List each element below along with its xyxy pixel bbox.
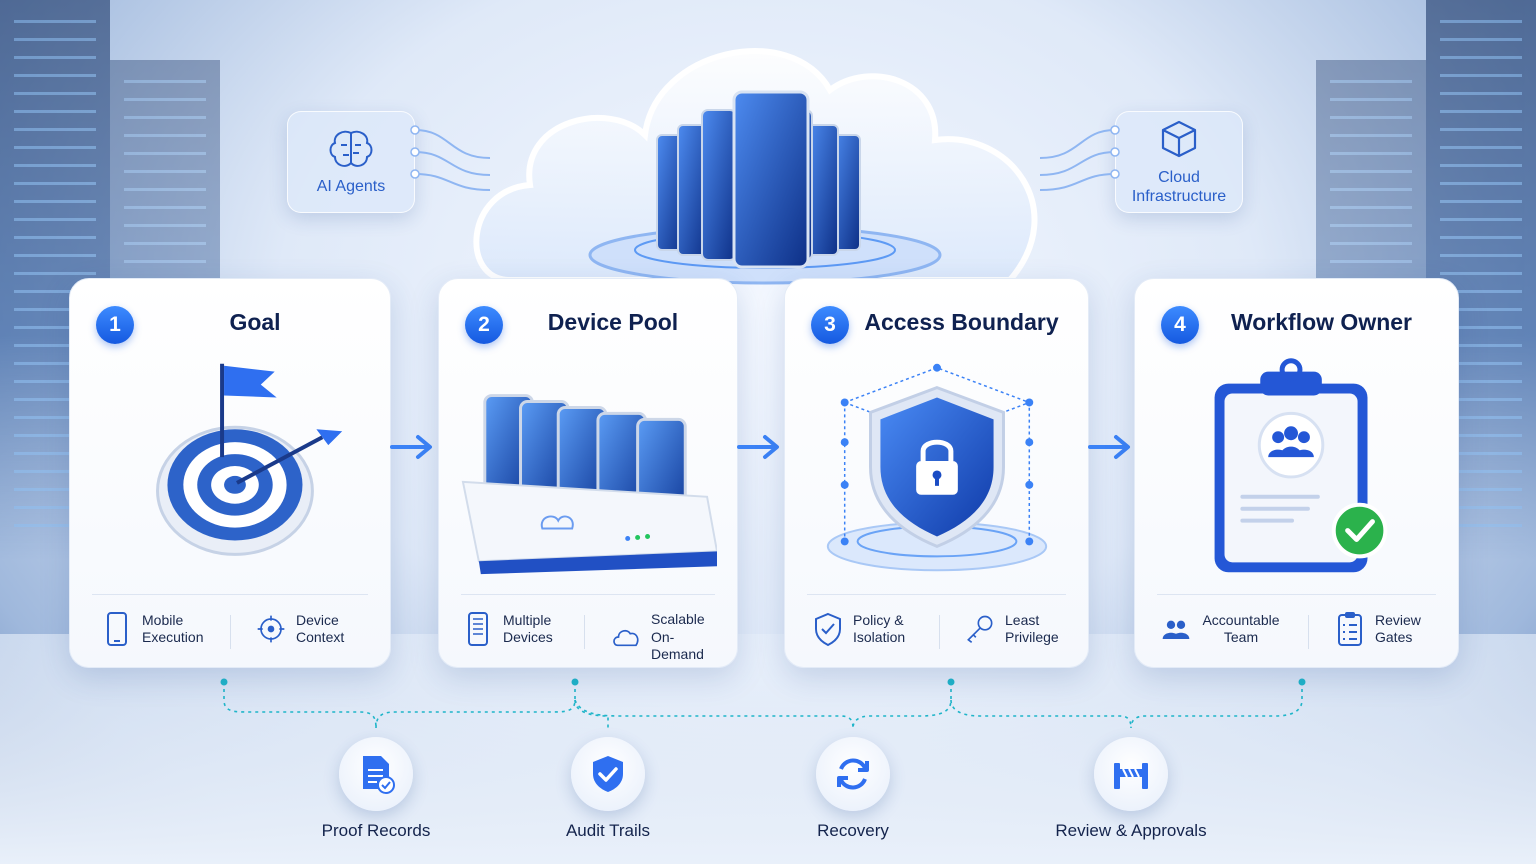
feature-device-context: Device Context	[256, 611, 356, 647]
shield-lock-icon	[805, 357, 1068, 577]
card-title: Device Pool	[547, 309, 679, 335]
arrow-right-icon	[1088, 435, 1130, 459]
feature-mobile-execution: Mobile Execution	[102, 611, 210, 647]
shield-check-icon	[593, 756, 623, 792]
feature-label: Multiple Devices	[503, 611, 553, 646]
feature-separator	[584, 615, 585, 649]
document-check-icon	[363, 756, 395, 794]
card-title: Workflow Owner	[1230, 309, 1413, 335]
phone-list-icon	[468, 612, 488, 646]
cloud-infrastructure-tag: Cloud Infrastructure	[1115, 111, 1243, 213]
feature-label: Device Context	[296, 611, 345, 646]
feature-label: Policy & Isolation	[853, 611, 906, 646]
recovery-label: Recovery	[817, 821, 889, 840]
feature-label: Least Privilege	[1005, 611, 1059, 646]
ai-agents-tag: AI Agents	[287, 111, 415, 213]
brain-icon	[329, 131, 373, 168]
feature-policy-isolation: Policy & Isolation	[813, 611, 911, 647]
review-approvals-label: Review & Approvals	[1055, 821, 1207, 840]
feature-least-privilege: Least Privilege	[965, 611, 1063, 647]
target-flag-icon	[90, 357, 370, 577]
arrow-right-icon	[737, 435, 779, 459]
step-number: 3	[811, 306, 849, 344]
cloud-icon	[613, 630, 639, 647]
step-number: 2	[465, 306, 503, 344]
cube-icon	[1161, 120, 1197, 157]
phone-dock-icon	[459, 357, 719, 577]
feature-label: Review Gates	[1375, 611, 1421, 646]
clipboard-team-icon	[1155, 357, 1438, 577]
card-divider	[92, 594, 368, 595]
review-approvals-item: Review & Approvals	[1041, 737, 1221, 841]
audit-trails-label: Audit Trails	[565, 821, 651, 840]
gate-barrier-icon	[1114, 763, 1148, 789]
card-title: Access Boundary	[864, 309, 1059, 335]
card-title: Goal	[229, 309, 281, 335]
phone-icon	[107, 612, 127, 646]
cloud-device-hub	[470, 10, 1060, 300]
card-divider	[1157, 594, 1436, 595]
recovery-item: Recovery	[763, 737, 943, 841]
feature-scalable-on-demand: Scalable On-Demand	[611, 611, 723, 664]
feature-review-gates: Review Gates	[1335, 611, 1423, 647]
card-access-boundary: 3 Access Boundary	[784, 278, 1089, 668]
feature-separator	[1308, 615, 1309, 649]
crosshair-icon	[257, 615, 285, 643]
checklist-icon	[1338, 612, 1362, 646]
proof-records-label: Proof Records	[321, 821, 431, 840]
feature-separator	[939, 615, 940, 649]
shield-check-icon	[815, 612, 841, 647]
ai-agents-label: AI Agents	[316, 178, 386, 196]
cloud-infrastructure-label: Cloud Infrastructure	[1131, 168, 1227, 205]
feature-label: Mobile Execution	[142, 611, 204, 646]
feature-accountable-team: Accountable Team	[1161, 611, 1281, 647]
feature-label: Scalable On-Demand	[651, 611, 705, 662]
proof-records-item: Proof Records	[286, 737, 466, 841]
feature-multiple-devices: Multiple Devices	[463, 611, 563, 647]
team-icon	[1162, 620, 1190, 639]
feature-separator	[230, 615, 231, 649]
card-device-pool: 2 Device Pool Multiple Devices Scalable …	[438, 278, 738, 668]
card-workflow-owner: 4 Workflow Owner Accountable Team Review…	[1134, 278, 1459, 668]
audit-trails-item: Audit Trails	[518, 737, 698, 841]
arrow-right-icon	[390, 435, 432, 459]
card-divider	[461, 594, 715, 595]
key-icon	[967, 615, 993, 643]
feature-label: Accountable Team	[1202, 611, 1280, 646]
card-goal: 1 Goal Mobile Execution Device Context	[69, 278, 391, 668]
step-number: 4	[1161, 306, 1199, 344]
refresh-icon	[837, 758, 869, 790]
card-divider	[807, 594, 1066, 595]
step-number: 1	[96, 306, 134, 344]
floor	[0, 634, 1536, 864]
